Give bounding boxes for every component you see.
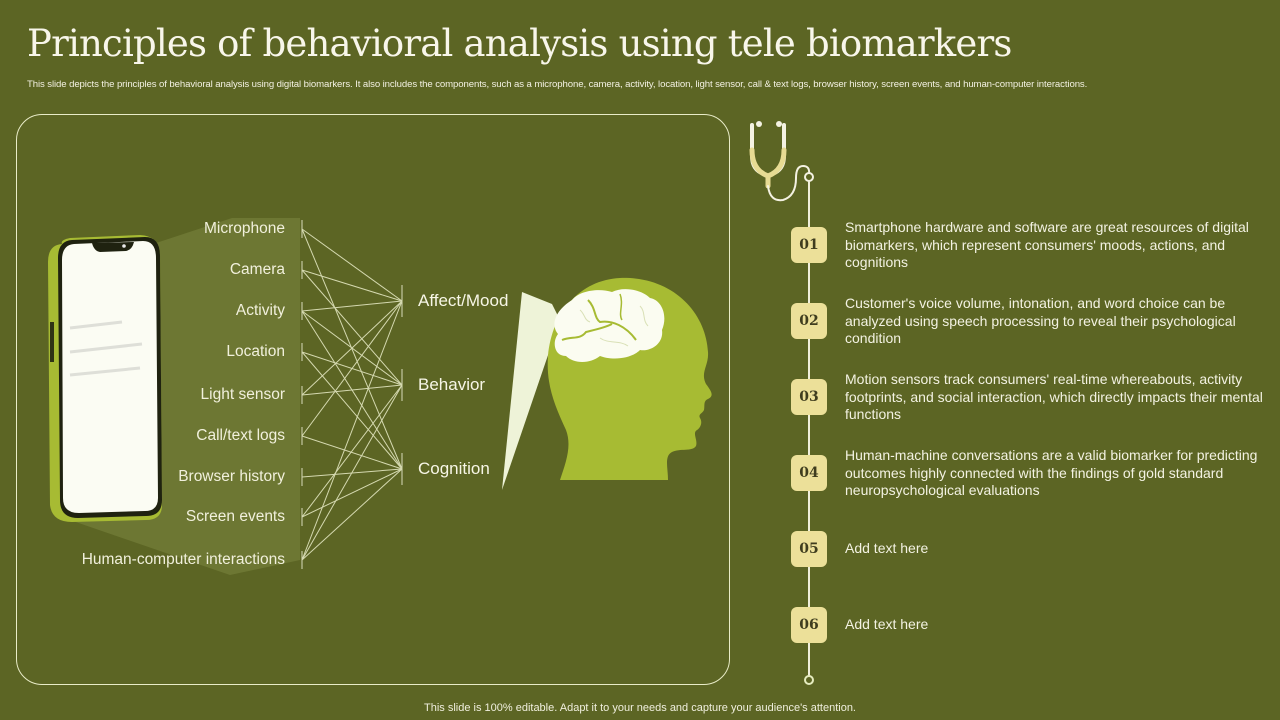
connection-line [301, 228, 403, 302]
step-description: Add text here [845, 540, 929, 556]
connection-line [301, 351, 403, 470]
connection-line [301, 435, 403, 470]
step-number-badge: 04 [791, 455, 827, 491]
page-title: Principles of behavioral analysis using … [27, 22, 1012, 65]
step-description: Motion sensors track consumers' real-tim… [845, 371, 1263, 422]
input-label: Activity [235, 302, 285, 319]
step-description: Customer's voice volume, intonation, and… [845, 295, 1236, 346]
input-label: Call/text logs [196, 427, 285, 444]
smartphone-icon [48, 235, 162, 522]
input-label: Camera [229, 261, 285, 278]
brain-icon [554, 289, 665, 362]
timeline-end-dot [804, 675, 814, 685]
step-number-badge: 01 [791, 227, 827, 263]
step-description: Add text here [845, 616, 929, 632]
timeline-line [808, 180, 810, 678]
input-label: Microphone [204, 220, 285, 237]
connection-line [301, 384, 403, 561]
output-label: Behavior [418, 375, 486, 394]
step-description: Smartphone hardware and software are gre… [845, 219, 1249, 270]
input-label: Location [226, 343, 285, 360]
connection-line [301, 228, 403, 470]
input-label: Screen events [185, 508, 285, 525]
step-number-badge: 06 [791, 607, 827, 643]
connection-line [301, 384, 403, 518]
step-number-badge: 03 [791, 379, 827, 415]
step-description: Human-machine conversations are a valid … [845, 447, 1258, 498]
input-label: Browser history [178, 468, 285, 485]
connection-lines [301, 220, 403, 569]
footer-note: This slide is 100% editable. Adapt it to… [424, 702, 856, 714]
page-subtitle: This slide depicts the principles of beh… [27, 79, 1088, 90]
connection-line [301, 269, 403, 386]
head-light-beam [502, 292, 560, 490]
stethoscope-icon [749, 121, 814, 202]
input-label: Human-computer interactions [81, 551, 285, 568]
connection-line [301, 300, 403, 312]
step-number-badge: 02 [791, 303, 827, 339]
connection-line [301, 468, 403, 518]
connection-line [301, 300, 403, 561]
connection-line [301, 269, 403, 302]
connection-line [301, 300, 403, 437]
step-number-badge: 05 [791, 531, 827, 567]
connection-line [301, 300, 403, 396]
input-label: Light sensor [200, 386, 285, 403]
output-label: Cognition [418, 459, 490, 478]
connection-line [301, 468, 403, 561]
connection-line [301, 384, 403, 396]
diagram-panel [16, 114, 730, 685]
output-label: Affect/Mood [418, 291, 509, 310]
